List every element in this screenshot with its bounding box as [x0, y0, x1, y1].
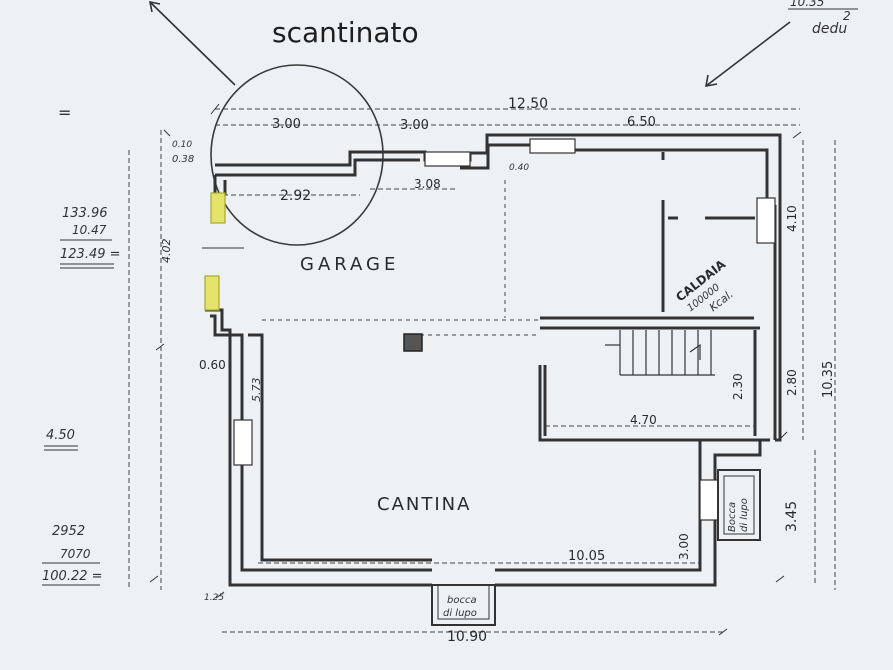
note-top-fraction: 10.35 — [790, 0, 824, 9]
bocca-bottom-label-1: bocca — [447, 595, 477, 606]
dim-left-vert-1-group: 4.02 — [160, 239, 173, 264]
note-calc-7: 100.22 = — [42, 569, 103, 584]
dim-step-1: 0.40 — [509, 163, 529, 173]
interior-walls — [538, 152, 760, 442]
exterior-walls — [205, 133, 782, 587]
dim-bottom-step-group: 3.00 — [677, 533, 691, 560]
bocca-bottom-label-2: di lupo — [443, 608, 477, 619]
note-equals: = — [58, 103, 71, 122]
garage-door-jamb-bottom — [204, 275, 220, 311]
dim-right-3-group: 3.45 — [784, 501, 800, 532]
dim-small-b: 0.38 — [172, 154, 194, 165]
note-calc-5: 2952 — [52, 524, 85, 539]
windows — [233, 138, 776, 521]
note-calc-1: 133.96 — [62, 206, 108, 221]
note-calc-4: 4.50 — [46, 428, 75, 443]
dim-top-seg-1: 3.00 — [272, 117, 301, 132]
room-label-caldaia: CALDAIA 100000 Kcal. — [673, 257, 736, 314]
dim-small-a: 0.10 — [172, 140, 192, 150]
dim-inner-2: 3.08 — [414, 177, 441, 191]
dimension-lines — [128, 108, 836, 633]
dim-stair-width: 4.70 — [630, 413, 657, 427]
dim-left-vert-2: 0.60 — [199, 358, 226, 372]
dim-bottom-step: 3.00 — [677, 533, 691, 560]
highlight-circle — [210, 64, 384, 246]
dim-right-total: 10.35 — [821, 361, 836, 398]
room-label-garage: GARAGE — [300, 254, 399, 275]
bocca-di-lupo-bottom-inner — [437, 584, 490, 620]
dim-right-3: 3.45 — [784, 501, 800, 532]
dim-left-vert-3: 5.73 — [250, 378, 263, 403]
plan-title: scantinato — [272, 16, 419, 49]
dim-bottom-inner: 10.05 — [568, 549, 605, 564]
garage-door-jamb-top — [210, 192, 226, 224]
note-calc-3: 123.49 = — [60, 247, 121, 262]
dim-right-1-group: 4.10 — [785, 205, 799, 232]
bocca-right-label: Bocca di lupo — [727, 498, 750, 532]
pointer-arrow-right — [705, 21, 791, 87]
dim-stair-height-group: 2.30 — [731, 373, 745, 400]
room-label-cantina: CANTINA — [377, 494, 471, 515]
dim-right-2: 2.80 — [785, 369, 799, 396]
dim-corner-small: 1.25 — [204, 593, 224, 603]
bocca-right-label-1: Bocca — [727, 502, 738, 532]
dim-stair-height: 2.30 — [731, 373, 745, 400]
dim-right-1: 4.10 — [785, 205, 799, 232]
dim-top-total: 12.50 — [508, 96, 548, 112]
note-top-numerator: 2 — [843, 9, 851, 23]
staircase — [605, 330, 715, 376]
pointer-arrow-left — [148, 0, 236, 86]
column-pillar — [403, 333, 423, 352]
note-top-denominator: dedu — [812, 21, 847, 37]
dim-top-seg-2: 3.00 — [400, 118, 429, 133]
note-calc-6: 7070 — [60, 547, 91, 561]
dim-inner-1: 2.92 — [280, 188, 311, 204]
dim-right-2-group: 2.80 — [785, 369, 799, 396]
dim-left-vert-3-group: 5.73 — [250, 378, 263, 403]
dim-bottom-total: 10.90 — [447, 629, 487, 645]
bocca-di-lupo-right-inner — [723, 475, 755, 535]
bocca-di-lupo-right — [717, 469, 761, 541]
dim-top-seg-3: 6.50 — [627, 115, 656, 130]
dim-right-total-group: 10.35 — [821, 361, 836, 398]
dim-left-vert-1: 4.02 — [160, 239, 173, 264]
dimension-ticks — [149, 103, 802, 636]
note-calc-2: 10.47 — [72, 223, 107, 237]
bocca-right-label-2: di lupo — [739, 498, 750, 532]
garage-dashed-outline — [262, 180, 540, 336]
